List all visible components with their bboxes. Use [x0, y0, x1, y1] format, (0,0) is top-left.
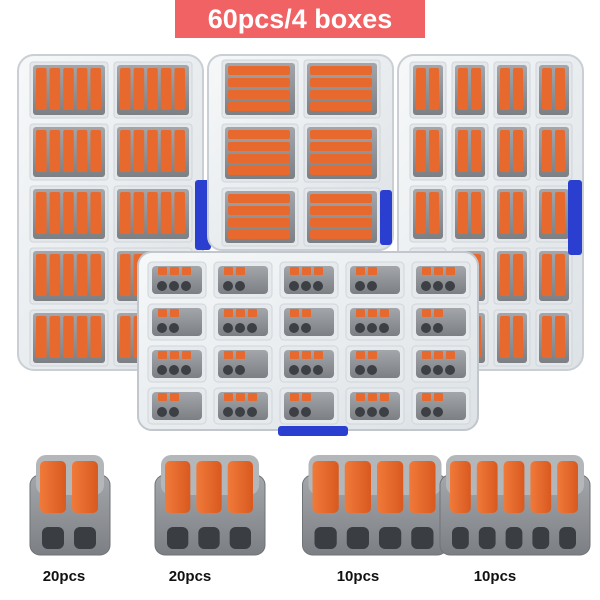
caption-3-pole: 20pcs [168, 568, 212, 585]
title-text: 60pcs/4 boxes [207, 4, 393, 34]
title-banner: 60pcs/4 boxes [175, 0, 425, 38]
storage-box-front [137, 251, 479, 436]
storage-box-back-middle [207, 54, 394, 251]
caption-4-pole: 10pcs [336, 568, 380, 585]
connector-2-pole [29, 455, 111, 556]
connector-4-pole [302, 455, 448, 556]
connector-5-pole [439, 455, 591, 556]
caption-2-pole: 20pcs [42, 568, 86, 585]
caption-5-pole: 10pcs [473, 568, 517, 585]
connector-3-pole [154, 455, 266, 556]
